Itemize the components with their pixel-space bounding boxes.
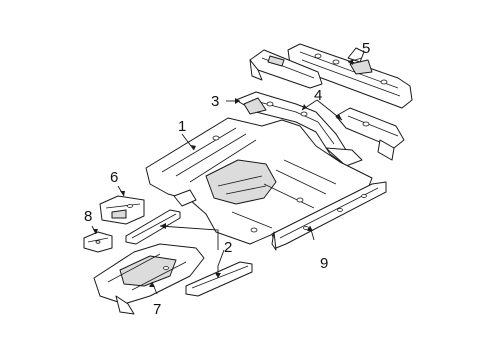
callout-5: 5	[362, 40, 370, 57]
part-9-rocker-panel	[271, 181, 387, 251]
callout-3: 3	[211, 93, 219, 110]
part-6-seat-bracket	[99, 195, 145, 225]
part-7-front-floor	[93, 243, 205, 315]
part-4-crossmember-lower	[335, 107, 405, 161]
part-2-bracket-upper	[125, 209, 181, 245]
part-2-bracket-lower	[185, 261, 253, 297]
callout-7-8-label-8: 8	[84, 208, 92, 225]
part-3-tunnel-brace	[235, 91, 363, 167]
leader-lines	[91, 57, 363, 295]
callout-9: 9	[320, 255, 328, 272]
part-4-crossmember-upper	[249, 49, 323, 89]
callout-4: 4	[314, 87, 322, 104]
part-5-rear-crossmember	[287, 43, 413, 109]
callout-6: 6	[110, 169, 118, 186]
part-8-small-bracket	[83, 231, 113, 253]
callout-2: 2	[224, 239, 232, 256]
callout-labels: 1 2 3 4 5 6 8 7 9	[84, 40, 370, 318]
callout-7: 7	[153, 301, 161, 318]
callout-1: 1	[178, 118, 186, 135]
